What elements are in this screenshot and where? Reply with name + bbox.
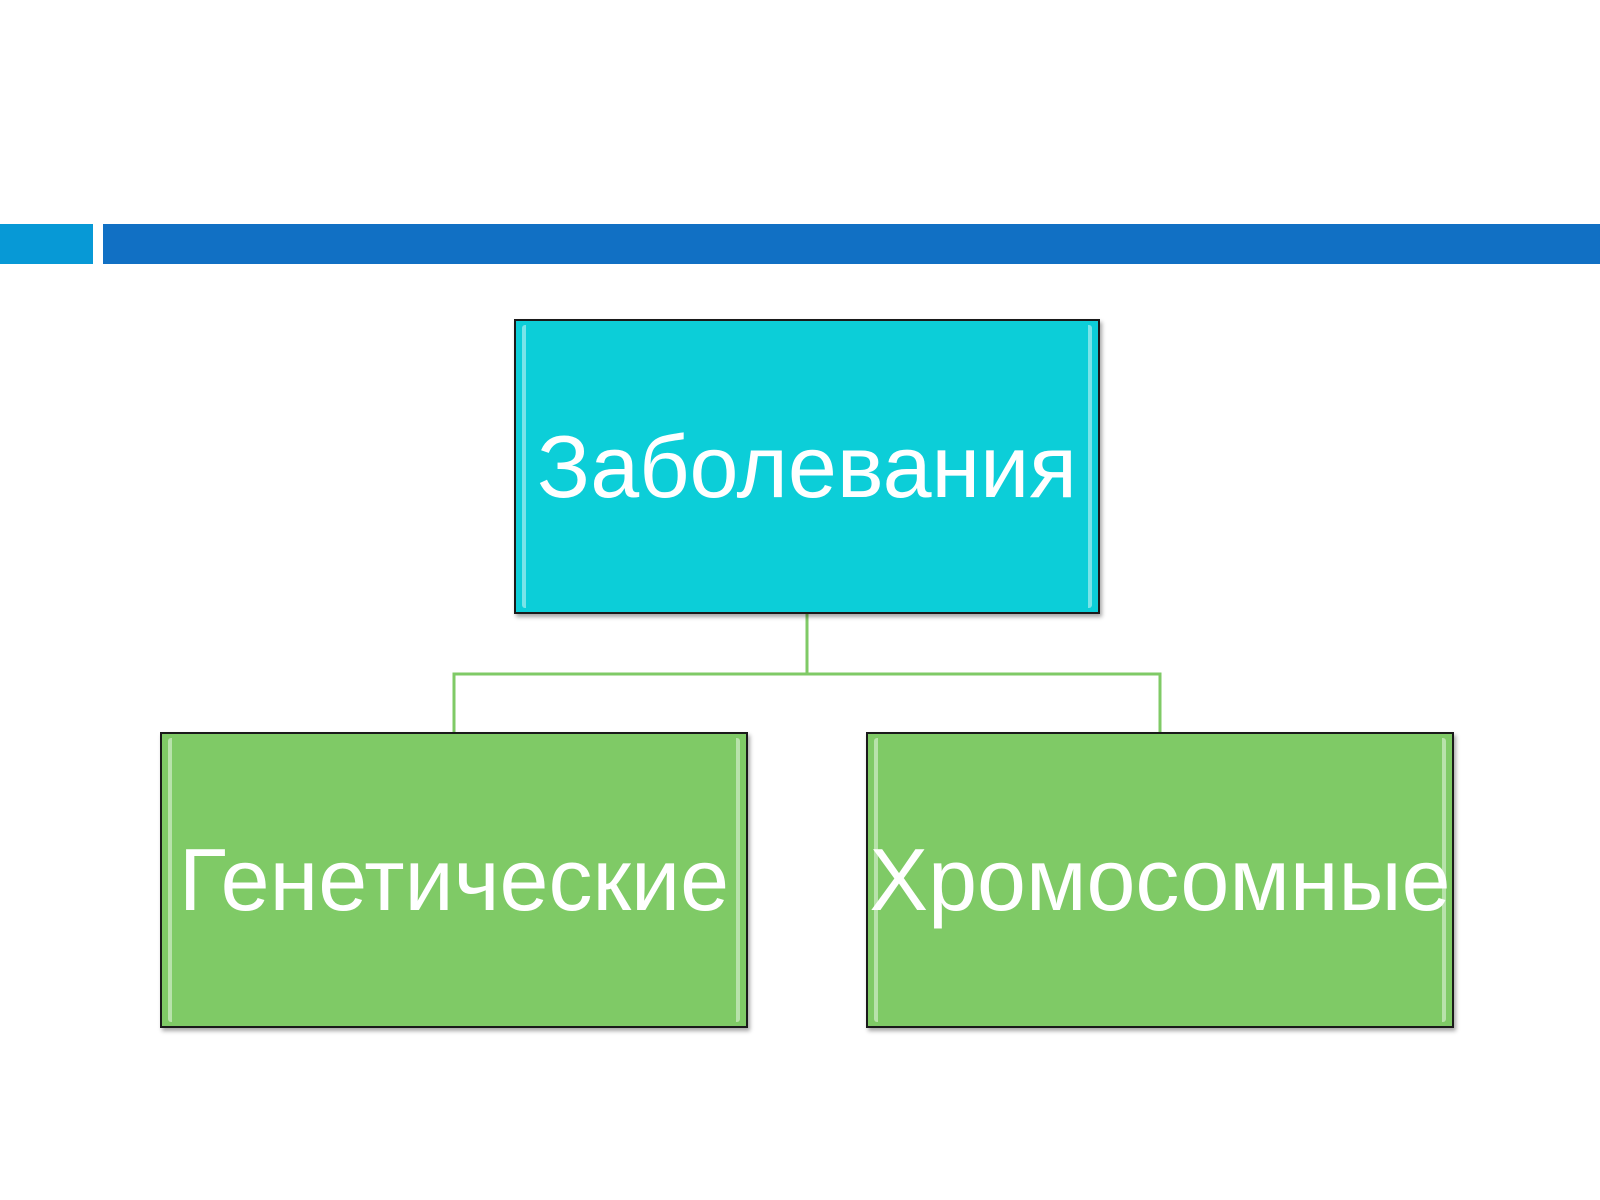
node-chromosomal-label: Хромосомные [869, 830, 1451, 929]
node-diseases[interactable]: Заболевания [514, 319, 1100, 614]
node-genetic[interactable]: Генетические [160, 732, 748, 1028]
node-diseases-label: Заболевания [537, 416, 1077, 516]
header-accent-bar [0, 224, 93, 264]
node-genetic-label: Генетические [178, 830, 730, 929]
node-chromosomal[interactable]: Хромосомные [866, 732, 1454, 1028]
connector-root-to-children [452, 614, 809, 732]
header-bar [103, 224, 1600, 264]
connector-root-to-right [807, 672, 1162, 732]
